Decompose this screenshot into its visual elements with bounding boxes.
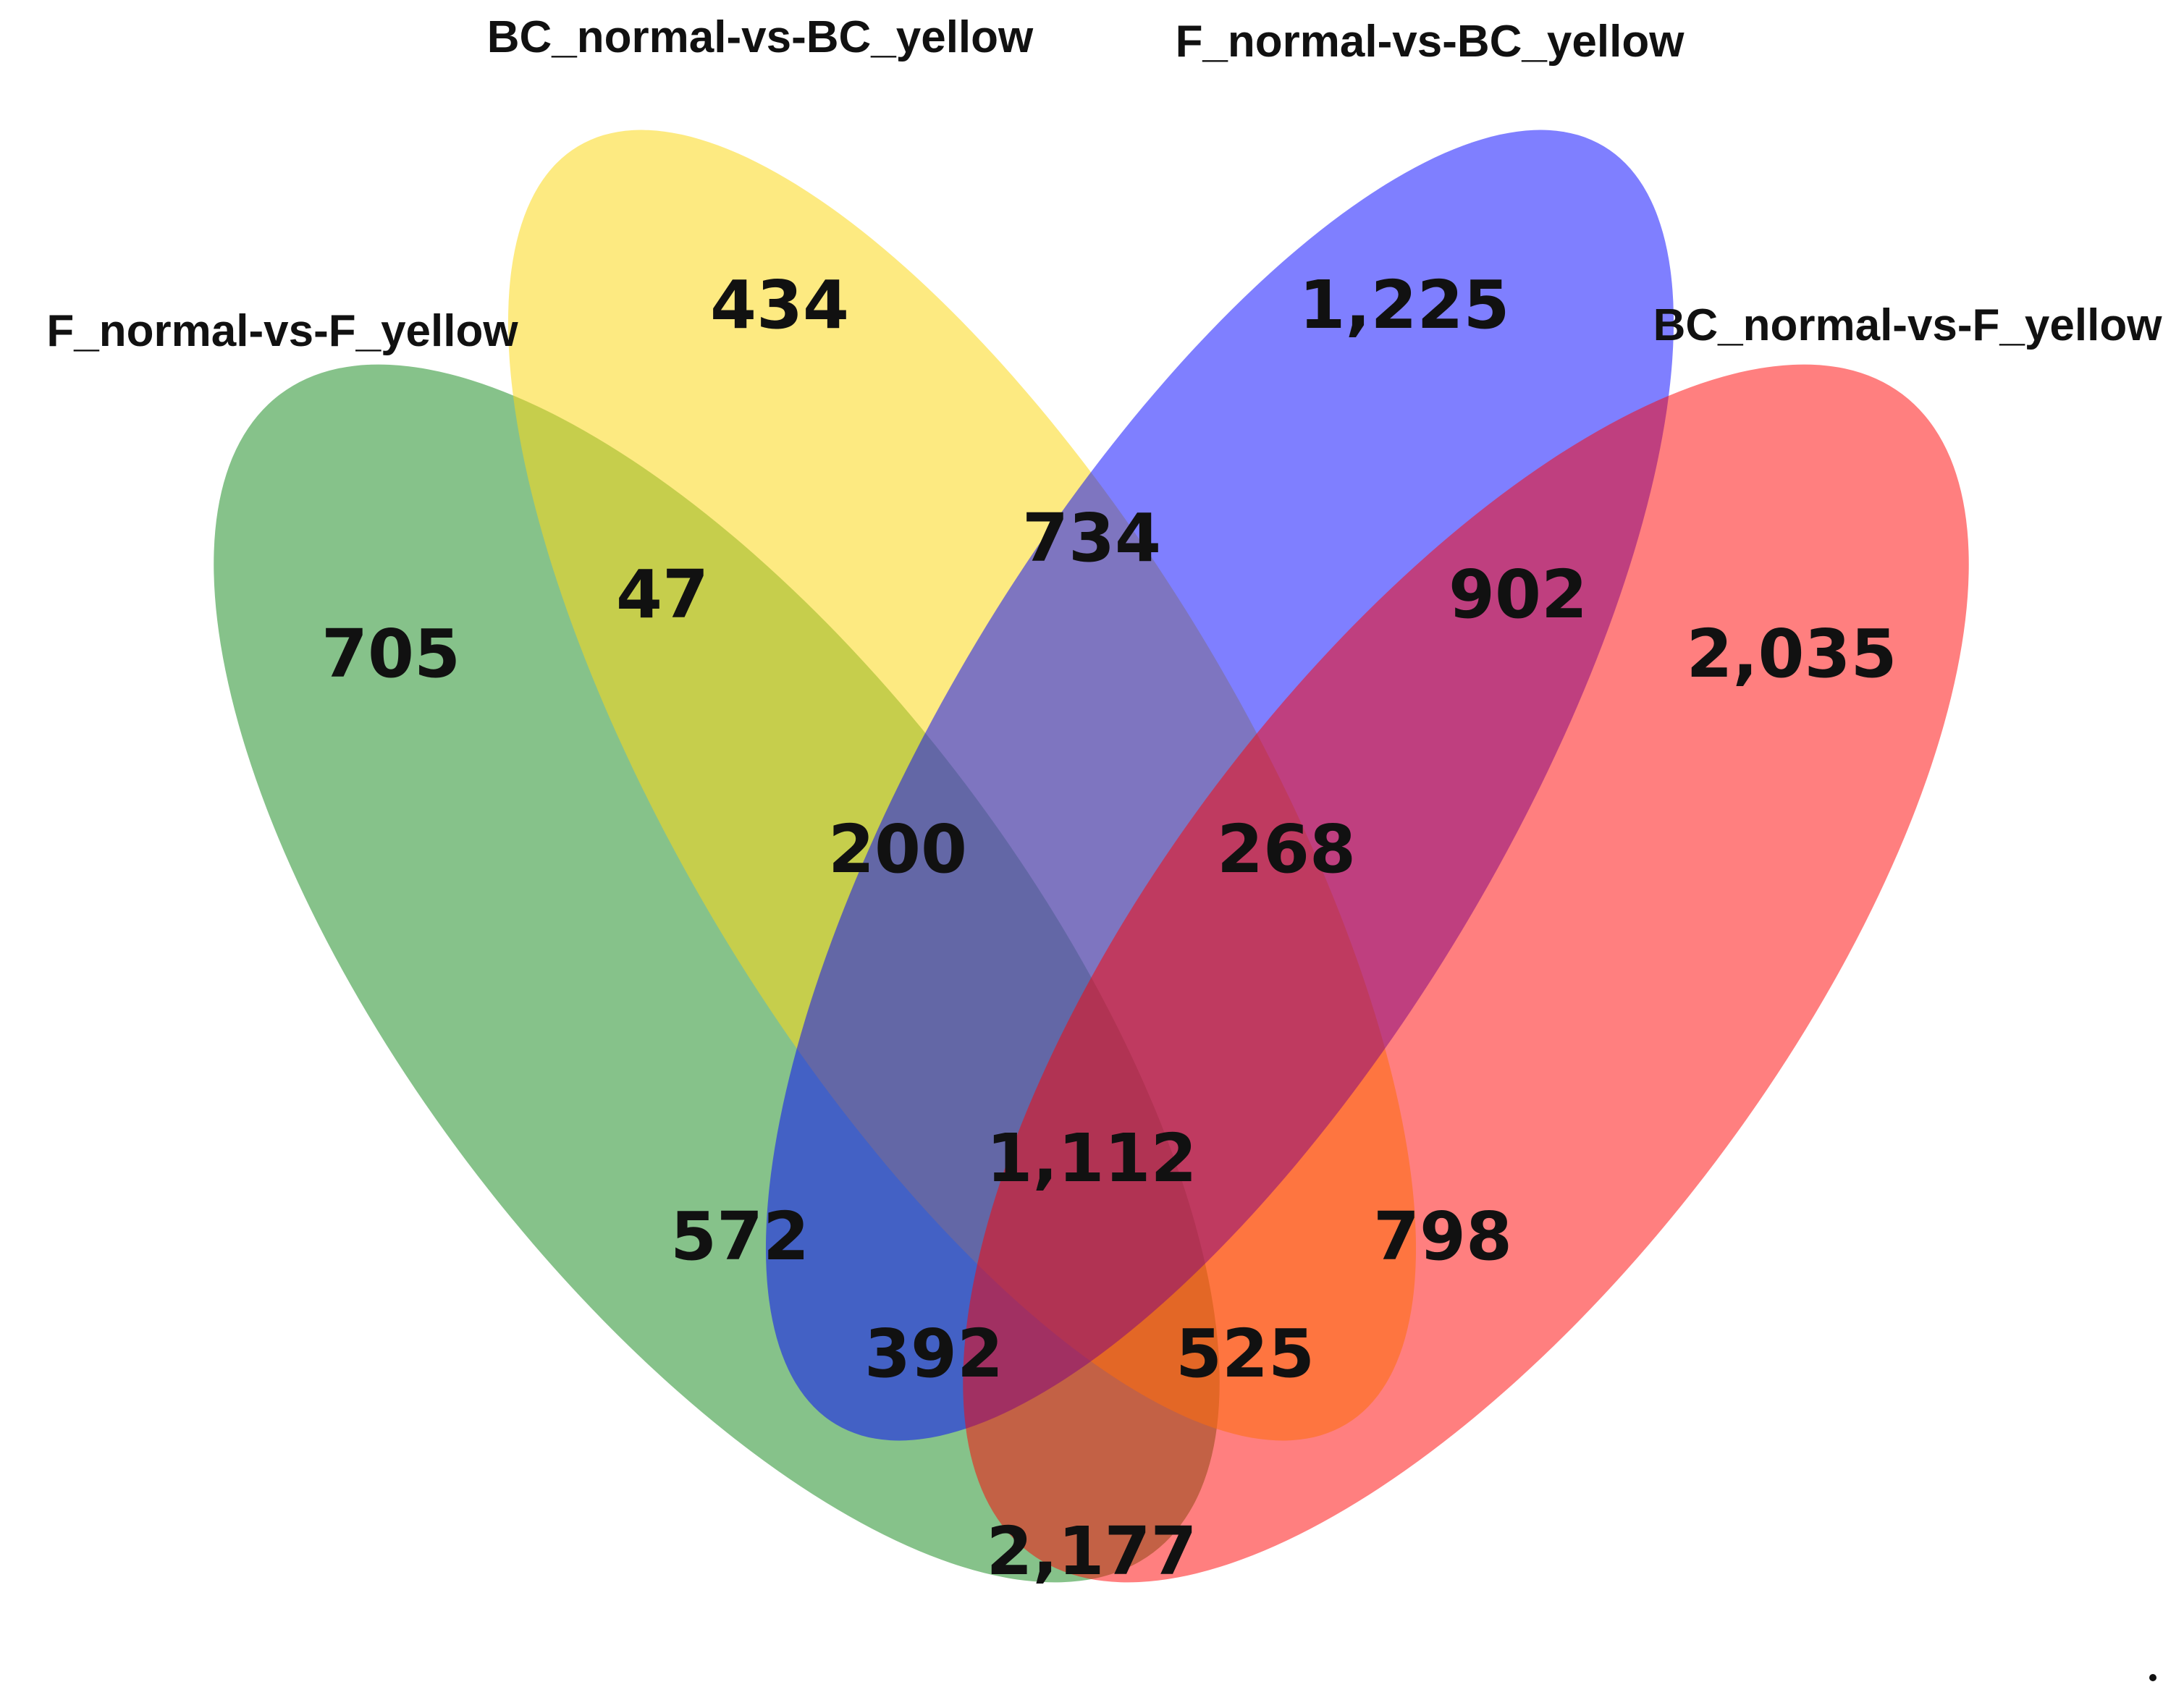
region-count-b-only: 434 bbox=[710, 266, 849, 344]
region-count-a-b-d: 525 bbox=[1176, 1315, 1315, 1392]
region-count-b-d: 798 bbox=[1373, 1198, 1512, 1275]
region-count-b-c: 734 bbox=[1022, 499, 1161, 577]
region-count-a-b-c-d: 1,112 bbox=[986, 1120, 1197, 1197]
region-count-c-d: 902 bbox=[1449, 556, 1588, 633]
region-count-c-only: 1,225 bbox=[1299, 266, 1509, 344]
set-label-f-normal-vs-f-yellow: F_normal-vs-F_yellow bbox=[46, 306, 518, 356]
region-count-a-b: 47 bbox=[616, 556, 709, 633]
set-ellipse-bc-normal-vs-f-yellow bbox=[963, 364, 1969, 1583]
stray-dot bbox=[2149, 1674, 2156, 1681]
set-label-bc-normal-vs-bc-yellow: BC_normal-vs-BC_yellow bbox=[487, 12, 1034, 62]
region-count-a-d: 2,177 bbox=[986, 1513, 1197, 1590]
region-count-a-b-c: 200 bbox=[828, 811, 967, 888]
region-count-a-only: 705 bbox=[321, 615, 460, 693]
region-count-d-only: 2,035 bbox=[1686, 615, 1897, 693]
set-label-f-normal-vs-bc-yellow: F_normal-vs-BC_yellow bbox=[1176, 17, 1685, 67]
region-count-a-c-d: 392 bbox=[864, 1315, 1003, 1392]
region-count-b-c-d: 268 bbox=[1217, 811, 1356, 888]
set-label-bc-normal-vs-f-yellow: BC_normal-vs-F_yellow bbox=[1653, 300, 2163, 350]
region-count-a-c: 572 bbox=[670, 1198, 809, 1275]
